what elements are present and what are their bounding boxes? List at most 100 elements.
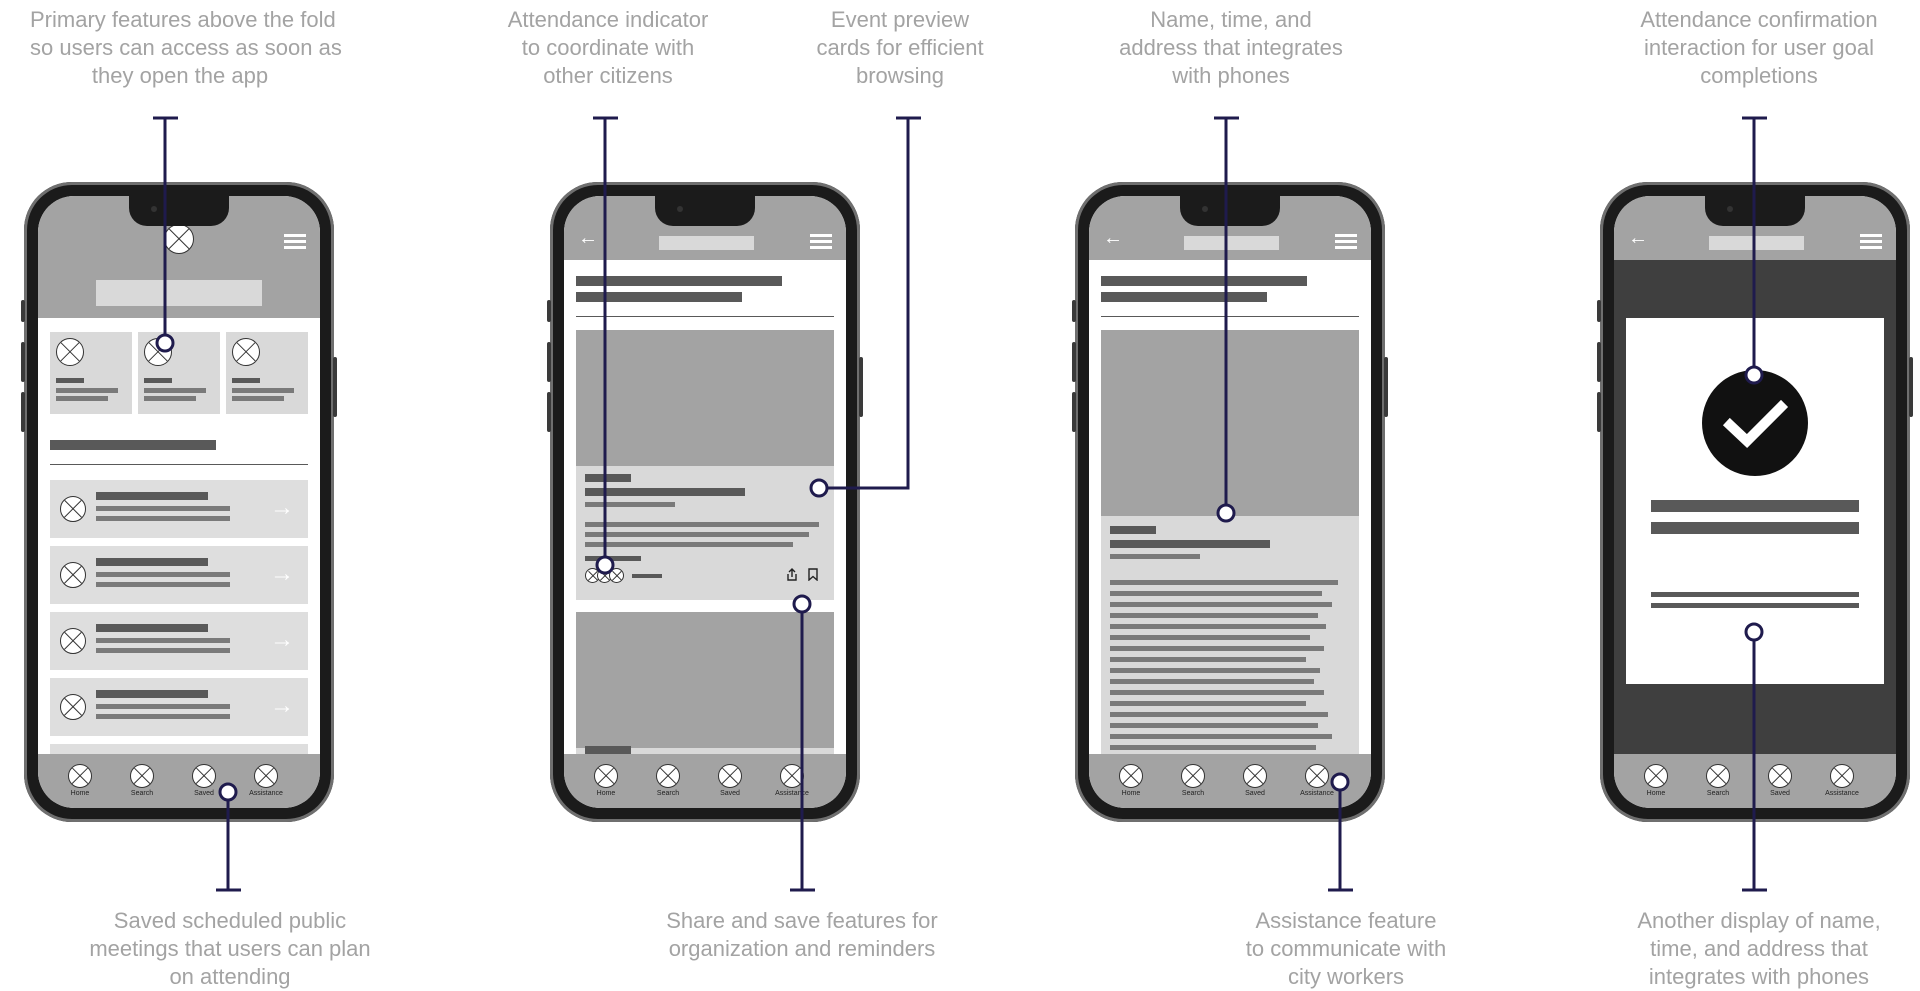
tab-label: Search — [1181, 790, 1205, 797]
camera — [1202, 206, 1208, 212]
back-arrow-icon[interactable]: ← — [1628, 227, 1648, 249]
menu-icon[interactable] — [1860, 234, 1882, 249]
description-line — [1110, 723, 1318, 728]
checkmark-icon — [1702, 370, 1808, 476]
phone-event-list-screen: ← — [547, 182, 863, 822]
tab-search[interactable]: Search — [1698, 764, 1738, 797]
event-name — [1110, 540, 1270, 548]
image-placeholder-icon — [56, 338, 84, 366]
tab-home[interactable]: Home — [586, 764, 626, 797]
row-text — [96, 648, 230, 653]
annotation-line: organization and reminders — [668, 936, 936, 961]
image-placeholder-icon — [60, 694, 86, 720]
row-title — [96, 690, 208, 698]
annotation-line: so users can access as soon as — [30, 35, 342, 60]
tab-search[interactable]: Search — [1173, 764, 1213, 797]
back-arrow-icon[interactable]: ← — [1103, 227, 1123, 249]
search-bar[interactable] — [96, 280, 262, 306]
forward-arrow-icon: → — [270, 626, 294, 653]
tab-saved[interactable]: Saved — [1760, 764, 1800, 797]
side-button — [1072, 342, 1076, 382]
phone-home-screen: → → → → Home Search Saved Ass — [21, 182, 337, 822]
side-button — [1597, 342, 1601, 382]
description-line — [1110, 734, 1332, 739]
annotation-line: address that integrates — [1119, 35, 1343, 60]
tab-label: Assistance — [775, 790, 809, 797]
share-icon[interactable] — [786, 568, 798, 582]
annotation-line: Assistance feature — [1255, 908, 1437, 933]
event-description — [585, 542, 793, 547]
header-title — [1184, 236, 1279, 250]
event-preview-card[interactable] — [576, 330, 834, 600]
tab-home[interactable]: Home — [1111, 764, 1151, 797]
tab-assistance[interactable]: Assistance — [1822, 764, 1862, 797]
tab-assistance[interactable]: Assistance — [246, 764, 286, 797]
annotation-line: to communicate with — [1245, 936, 1447, 961]
event-preview-card[interactable] — [576, 612, 834, 748]
menu-icon[interactable] — [810, 234, 832, 249]
event-description — [585, 532, 809, 537]
event-title — [585, 488, 745, 496]
tab-assistance[interactable]: Assistance — [772, 764, 812, 797]
description-line — [1110, 635, 1310, 640]
tab-assistance[interactable]: Assistance — [1297, 764, 1337, 797]
tab-label: Saved — [1245, 790, 1265, 797]
description-line — [1110, 712, 1328, 717]
saved-meeting-row[interactable]: → — [50, 612, 308, 670]
description-line — [1110, 580, 1338, 585]
assistance-icon — [780, 764, 804, 788]
event-image — [1101, 330, 1359, 516]
tab-label: Search — [1706, 790, 1730, 797]
quick-tile[interactable] — [50, 332, 132, 414]
annotation-line: Event preview — [830, 7, 970, 32]
tile-text — [144, 388, 206, 393]
page-title — [576, 276, 782, 286]
tab-saved[interactable]: Saved — [1235, 764, 1275, 797]
annotation-line: on attending — [169, 964, 291, 989]
bookmark-icon[interactable] — [808, 568, 818, 581]
row-text — [96, 572, 230, 577]
annotation-line: Primary features above the fold — [30, 7, 336, 32]
image-placeholder-icon — [144, 338, 172, 366]
image-placeholder-icon — [60, 562, 86, 588]
event-description — [585, 522, 819, 527]
quick-tile[interactable] — [138, 332, 220, 414]
confirmation-modal — [1626, 318, 1884, 684]
forward-arrow-icon: → — [270, 494, 294, 521]
divider — [576, 316, 834, 317]
annotation-line: other citizens — [543, 63, 673, 88]
quick-tile[interactable] — [226, 332, 308, 414]
side-button — [21, 342, 25, 382]
description-line — [1110, 679, 1314, 684]
menu-icon[interactable] — [1335, 234, 1357, 249]
annotation-line: Attendance indicator — [507, 7, 709, 32]
description-line — [1110, 745, 1316, 750]
row-text — [96, 516, 230, 521]
tab-home[interactable]: Home — [60, 764, 100, 797]
annotation-line: to coordinate with — [521, 35, 695, 60]
back-arrow-icon[interactable]: ← — [578, 227, 598, 249]
home-icon — [594, 764, 618, 788]
event-image — [576, 330, 834, 466]
tab-saved[interactable]: Saved — [184, 764, 224, 797]
annotation-assistance-feature: Assistance feature to communicate with c… — [1196, 907, 1496, 991]
page-title — [1101, 276, 1307, 286]
annotation-line: browsing — [855, 63, 945, 88]
saved-meeting-row[interactable]: → — [50, 480, 308, 538]
forward-arrow-icon: → — [270, 692, 294, 719]
saved-icon — [192, 764, 216, 788]
tab-search[interactable]: Search — [122, 764, 162, 797]
annotation-another-display: Another display of name, time, and addre… — [1609, 907, 1909, 991]
tab-saved[interactable]: Saved — [710, 764, 750, 797]
tab-search[interactable]: Search — [648, 764, 688, 797]
assistance-icon — [1830, 764, 1854, 788]
tab-home[interactable]: Home — [1636, 764, 1676, 797]
saved-meeting-row[interactable]: → — [50, 678, 308, 736]
page-subtitle — [576, 292, 742, 302]
row-text — [96, 582, 230, 587]
menu-icon[interactable] — [284, 234, 306, 249]
screen: ← Home Search Saved Assistance — [1089, 196, 1371, 808]
saved-meeting-row[interactable]: → — [50, 546, 308, 604]
event-time-address — [1110, 554, 1200, 559]
confirmation-subtitle — [1651, 522, 1859, 534]
